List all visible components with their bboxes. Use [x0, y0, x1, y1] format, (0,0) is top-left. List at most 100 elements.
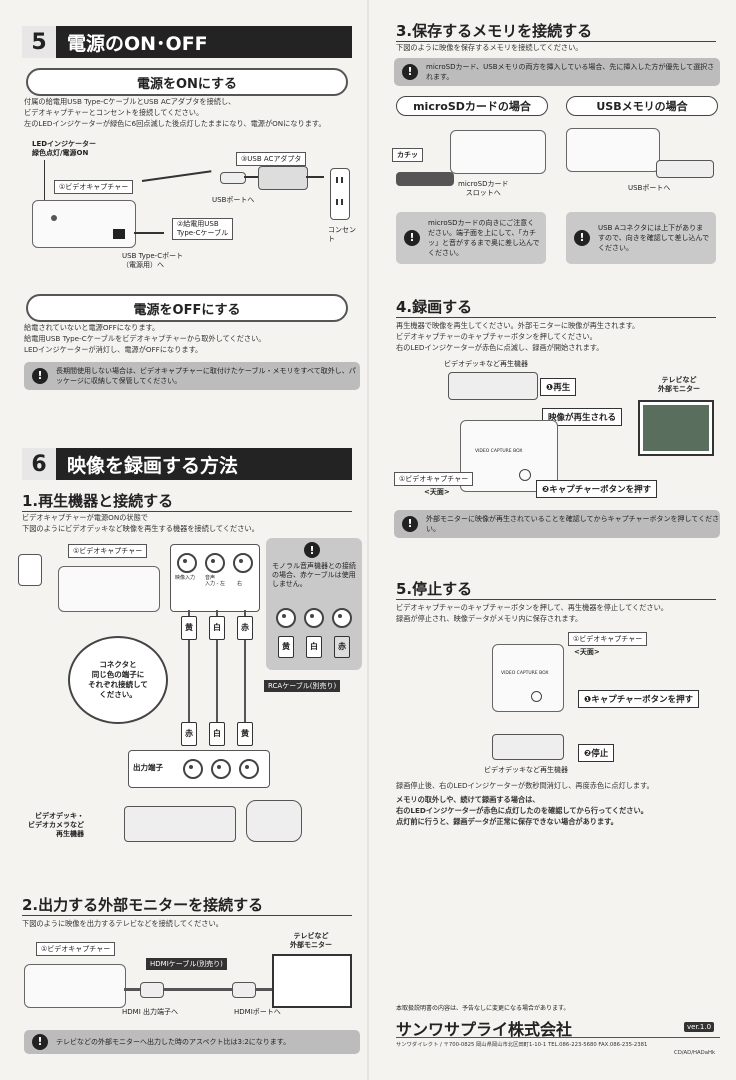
mono-note-text: モノラル音声機器との接続の場合、赤ケーブルは使用しません。	[272, 562, 356, 588]
video-in-jack	[177, 553, 197, 573]
video-capture-device: VIDEO CAPTURE BOX	[492, 644, 564, 712]
usb-port-label: USBポートへ	[628, 184, 671, 192]
tv-icon	[638, 400, 714, 456]
warning-icon: !	[32, 1034, 48, 1050]
warning-icon: !	[32, 368, 48, 384]
power-diagram: LEDインジケーター 緑色点灯/電源ON ①ビデオキャプチャー ③USB ACア…	[24, 136, 360, 272]
out-jack-white	[211, 759, 231, 779]
output-terminal-label: 出力端子	[133, 763, 163, 772]
stop-label: ❷停止	[578, 744, 615, 762]
video-capture-device	[566, 128, 660, 172]
video-in-label: 映像入力	[175, 575, 196, 581]
typec-port-label: USB Type-Cポート （電源用）へ	[122, 252, 184, 269]
top-view-label: <天面>	[574, 648, 600, 656]
warning-icon: !	[404, 230, 420, 246]
stop-warning-text: メモリの取外しや、続けて録画する場合は、 右のLEDインジケーターが赤色に点灯し…	[396, 795, 648, 826]
power-off-heading: 電源をOFFにする	[26, 294, 348, 322]
audio-right-jack	[233, 553, 253, 573]
usb-diagram: USBポートへ	[558, 120, 718, 212]
step4-heading: 4.録画する	[396, 296, 716, 318]
rca-plug-white: 白	[209, 616, 225, 640]
tv-icon	[272, 954, 352, 1008]
playing-label: 映像が再生される	[542, 408, 623, 426]
company-name: サンワサプライ株式会社	[396, 1020, 573, 1039]
hdmi-diagram: ①ビデオキャプチャー テレビなど 外部モニター HDMIケーブル(別売り) HD…	[18, 930, 364, 1020]
footer-disclaimer: 本取扱説明書の内容は、予告なしに変更になる場合があります。	[396, 1005, 570, 1012]
power-on-body: 付属の給電用USB Type-CケーブルとUSB ACアダプタを接続し、 ビデオ…	[24, 97, 326, 128]
step2-heading: 2.出力する外部モニターを接続する	[22, 894, 352, 916]
mono-unused-jack	[332, 608, 352, 628]
usb-note-text: USB Aコネクタには上下がありますので、向きを確認して差し込んでください。	[598, 224, 710, 252]
rca-diagram: ①ビデオキャプチャー 映像入力 音声 入力 - 左 右 黄 白 赤 ! モノラル…	[18, 536, 364, 856]
usb-memory-icon	[656, 160, 714, 178]
mono-plug-yellow: 黄	[278, 636, 294, 658]
video-capture-device	[58, 566, 160, 612]
deck-label: ビデオデッキなど再生機器	[484, 766, 568, 774]
hdmi-plug-icon	[140, 982, 164, 998]
ac-adapter-label: ③USB ACアダプタ	[236, 152, 307, 166]
mono-plug-red: 赤	[334, 636, 350, 658]
outlet-icon	[330, 168, 350, 220]
usb-note: ! USB Aコネクタには上下がありますので、向きを確認して差し込んでください。	[566, 212, 716, 264]
device-brand-text: VIDEO CAPTURE BOX	[475, 449, 523, 454]
capture-label: ①ビデオキャプチャー	[568, 632, 648, 646]
cable-label: ②給電用USB Type-Cケーブル	[172, 218, 234, 240]
step3-heading: 3.保存するメモリを接続する	[396, 20, 716, 42]
hdmi-cable-label: HDMIケーブル(別売り)	[146, 958, 227, 970]
sd-slot-label: microSDカード スロットへ	[458, 180, 509, 197]
out-jack-red	[183, 759, 203, 779]
stop-diagram: ①ビデオキャプチャー <天面> VIDEO CAPTURE BOX ❶キャプチャ…	[388, 628, 720, 778]
power-off-note-text: 長期間使用しない場合は、ビデオキャプチャーに取付けたケーブル・メモリをすべて取外…	[56, 367, 356, 385]
step3-body: 下図のように映像を保存するメモリを接続してください。	[396, 43, 583, 52]
power-off-body: 給電されていないと電源OFFになります。 給電用USB Type-Cケーブルをビ…	[24, 323, 266, 354]
microsd-card-icon	[396, 172, 454, 186]
rca-plug-yellow: 黄	[181, 616, 197, 640]
section-number: 6	[22, 448, 59, 480]
rca-plug-red: 赤	[237, 616, 253, 640]
rca-plug-yellow: 黄	[237, 722, 253, 746]
sd-note: ! microSDカードの向きにご注意ください。端子面を上にして、「カチッ」と音…	[396, 212, 546, 264]
warning-icon: !	[574, 230, 590, 246]
player-label: ビデオデッキ・ ビデオカメラなど 再生機器	[28, 812, 84, 838]
ac-adapter-icon	[258, 166, 308, 190]
led-indicator-label: LEDインジケーター 緑色点灯/電源ON	[32, 140, 97, 157]
aspect-note: ! テレビなどの外部モニターへ出力した時のアスペクト比は3:2になります。	[24, 1030, 360, 1054]
deck-label: ビデオデッキなど再生機器	[444, 360, 528, 368]
memory-priority-note: ! microSDカード、USBメモリの両方を挿入している場合、先に挿入した方が…	[394, 58, 720, 86]
rca-plug-red: 赤	[181, 722, 197, 746]
section-number: 5	[22, 26, 59, 58]
power-on-heading: 電源をONにする	[26, 68, 348, 96]
capture-button-label: ❶キャプチャーボタンを押す	[578, 690, 700, 708]
usb-port-label: USBポートへ	[212, 196, 255, 204]
device-brand-text: VIDEO CAPTURE BOX	[501, 671, 549, 676]
mono-video-jack	[276, 608, 296, 628]
footer-address: サンワダイレクト / 〒700-0825 岡山県岡山市北区田町1-10-1 TE…	[396, 1042, 648, 1048]
stop-after-text: 録画停止後、右のLEDインジケーターが数秒間消灯し、再度赤色に点灯します。	[396, 781, 654, 790]
video-capture-device	[450, 130, 546, 174]
audio-left-jack	[205, 553, 225, 573]
video-deck-icon	[448, 372, 538, 400]
camcorder-icon	[246, 800, 302, 842]
memory-priority-note-text: microSDカード、USBメモリの両方を挿入している場合、先に挿入した方が優先…	[426, 63, 715, 81]
step1-heading: 1.再生機器と接続する	[22, 490, 352, 512]
usb-heading: USBメモリの場合	[566, 96, 718, 116]
warning-icon: !	[304, 542, 320, 558]
usb-plug-icon	[220, 172, 246, 184]
sd-note-text: microSDカードの向きにご注意ください。端子面を上にして、「カチッ」と音がす…	[428, 219, 540, 257]
warning-icon: !	[402, 64, 418, 80]
rca-plug-white: 白	[209, 722, 225, 746]
hdmi-out-label: HDMI 出力端子へ	[122, 1008, 178, 1016]
capture-label: ①ビデオキャプチャー	[54, 180, 134, 194]
footer-code: CD/AD/HADaHk	[674, 1050, 716, 1056]
video-capture-device	[24, 964, 126, 1008]
record-note-text: 外部モニターに映像が再生されていることを確認してからキャプチャーボタンを押してく…	[426, 515, 720, 533]
hdmi-plug-icon	[232, 982, 256, 998]
out-jack-yellow	[239, 759, 259, 779]
video-capture-device	[32, 200, 136, 248]
capture-label: ①ビデオキャプチャー	[394, 472, 474, 486]
outlet-label: コンセント	[328, 226, 356, 243]
audio-right-label: 右	[237, 581, 243, 587]
sd-heading: microSDカードの場合	[396, 96, 548, 116]
mono-note-box: ! モノラル音声機器との接続の場合、赤ケーブルは使用しません。 黄 白 赤	[266, 538, 362, 670]
